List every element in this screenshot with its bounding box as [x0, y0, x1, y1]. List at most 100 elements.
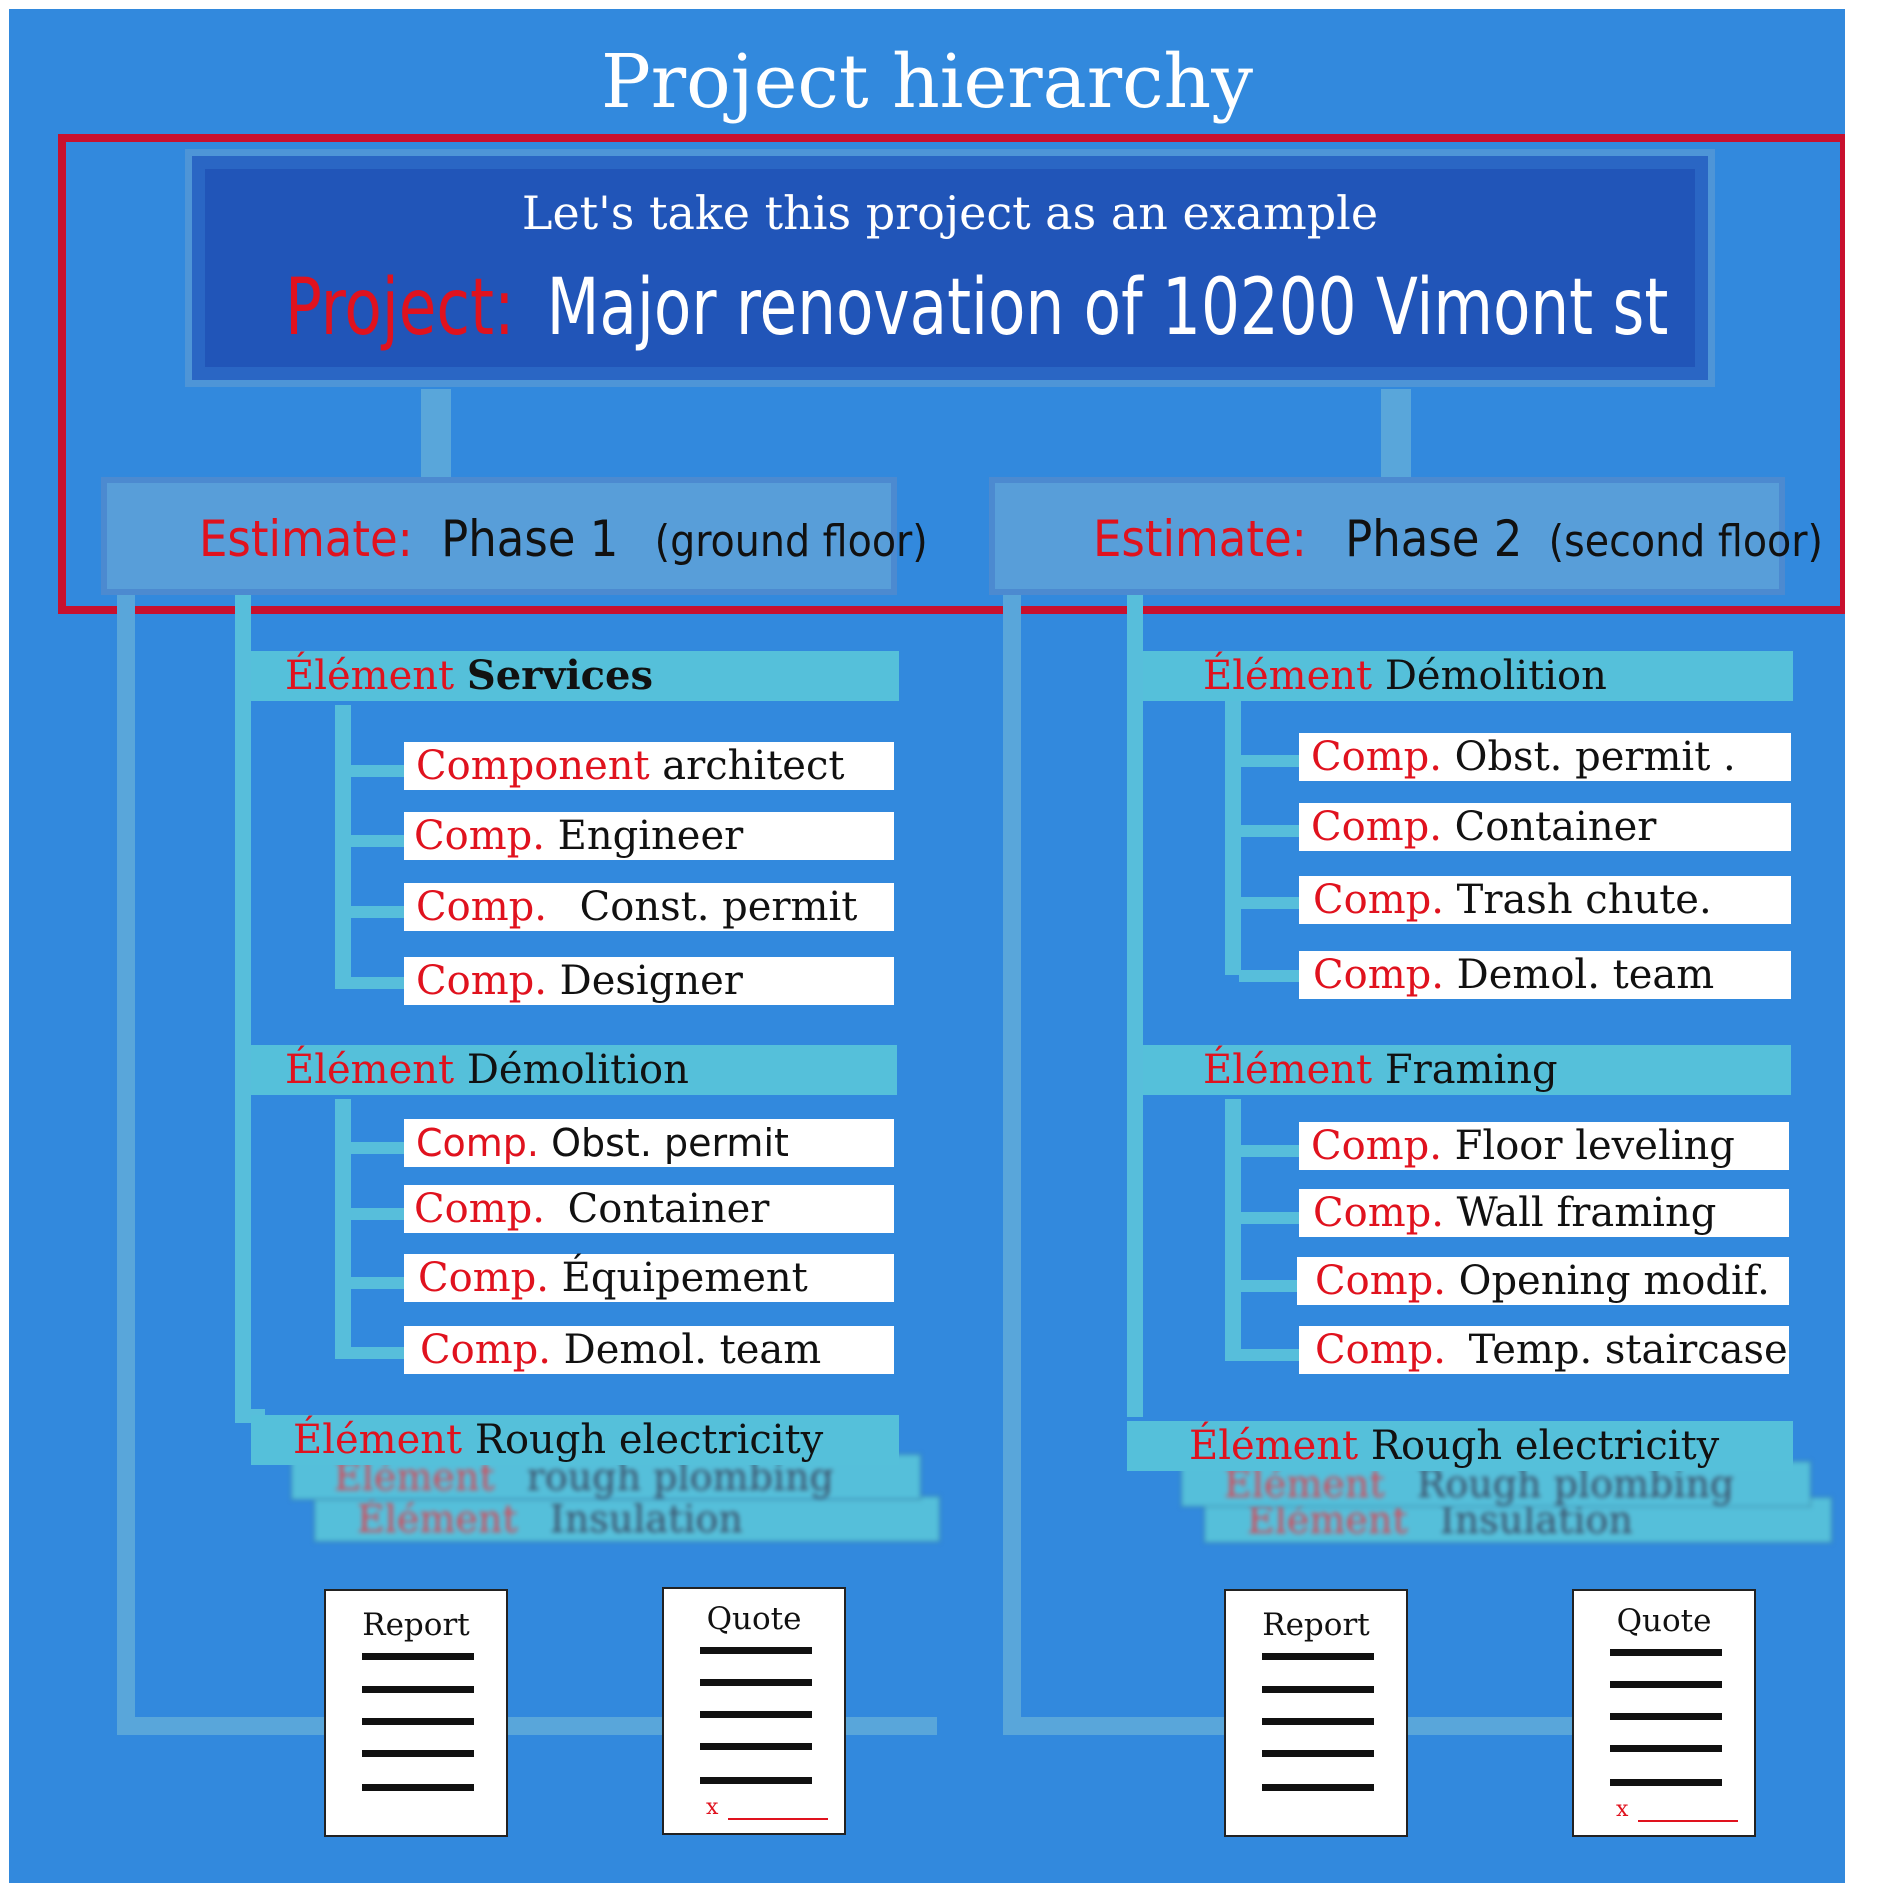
component-spine: [1225, 699, 1241, 975]
quote-document[interactable]: Quote x: [662, 1587, 846, 1835]
element-bar: Élément Démolition: [1143, 651, 1793, 701]
element-name: Services: [466, 652, 653, 699]
component-tick: [349, 1347, 405, 1359]
component-label: Comp.: [1311, 1123, 1442, 1169]
component-box: Comp. Opening modif.: [1297, 1257, 1789, 1305]
element-name: Framing: [1384, 1047, 1558, 1093]
element-label: Élément: [357, 1497, 518, 1541]
report-document[interactable]: Report: [324, 1589, 508, 1837]
component-name: Engineer: [557, 813, 744, 859]
component-name: Obst. permit .: [1454, 734, 1736, 780]
component-name: Demol. team: [563, 1327, 822, 1373]
component-label: Comp.: [416, 884, 547, 930]
phase2-element-spine: [1127, 595, 1143, 1417]
phase-name: Phase 1: [441, 510, 619, 568]
faded-element: Élément Insulation: [314, 1496, 940, 1542]
project-label: Project:: [285, 262, 515, 354]
component-name: Wall framing: [1456, 1190, 1717, 1236]
connector-project-phase1: [421, 389, 451, 487]
component-label: Component: [416, 743, 650, 789]
element-label: Élément: [1203, 653, 1373, 699]
component-label: Comp.: [414, 1186, 545, 1232]
element-label: Élément: [285, 653, 455, 699]
component-tick: [349, 835, 405, 847]
estimate-label: Estimate:: [1093, 510, 1307, 568]
project-intro: Let's take this project as an example: [521, 186, 1379, 240]
component-label: Comp.: [414, 813, 545, 859]
signature-mark: x: [706, 1795, 719, 1820]
element-bar: Élément Rough electricity: [1127, 1421, 1793, 1471]
phase1-element-spine: [235, 595, 251, 1410]
component-name: Temp. staircase: [1468, 1327, 1788, 1373]
estimate-label: Estimate:: [199, 510, 413, 568]
diagram-canvas: Project hierarchy Let's take this projec…: [9, 9, 1845, 1883]
component-tick: [1239, 825, 1301, 837]
component-box: Comp. Demol. team: [1299, 951, 1791, 999]
component-tick: [1239, 1280, 1301, 1292]
component-name: Container: [1454, 804, 1657, 850]
phase-name: Phase 2: [1345, 510, 1523, 568]
component-label: Comp.: [1311, 734, 1442, 780]
element-bar: Élément Démolition: [251, 1045, 897, 1095]
component-label: Comp.: [1311, 804, 1442, 850]
phase1-doc-connector-vertical: [117, 595, 135, 1735]
component-name: Trash chute.: [1456, 877, 1712, 923]
component-tick: [349, 906, 405, 918]
highlight-frame: [58, 134, 1845, 614]
component-box: Comp. Trash chute.: [1299, 876, 1791, 924]
project-name: Major renovation of 10200 Vimont st: [546, 262, 1669, 354]
component-tick: [1239, 1212, 1301, 1224]
component-spine: [335, 1099, 351, 1359]
component-label: Comp.: [1313, 877, 1444, 923]
estimate-phase1: Estimate: Phase 1 (ground floor): [101, 477, 928, 595]
component-tick: [1239, 1349, 1301, 1361]
component-tick: [1239, 755, 1301, 767]
component-name: Équipement: [561, 1255, 808, 1301]
element-bar: Élément Framing: [1143, 1045, 1791, 1095]
component-box: Comp. Wall framing: [1299, 1189, 1789, 1237]
component-name: Designer: [559, 958, 743, 1004]
component-name: Const. permit: [579, 884, 858, 930]
component-label: Comp.: [1313, 1190, 1444, 1236]
component-name: architect: [662, 743, 845, 789]
component-spine: [1225, 1099, 1241, 1361]
component-label: Comp.: [416, 1121, 539, 1165]
project-box: [205, 169, 1695, 367]
element-label: Élément: [293, 1417, 463, 1463]
document-label: Report: [1262, 1607, 1370, 1643]
report-document[interactable]: Report: [1224, 1589, 1408, 1837]
document-label: Quote: [1616, 1603, 1712, 1639]
component-label: Comp.: [418, 1255, 549, 1301]
quote-document[interactable]: Quote x: [1572, 1589, 1756, 1837]
estimate-phase2: Estimate: Phase 2 (second floor): [989, 477, 1823, 595]
component-box: Comp. Container: [1299, 803, 1791, 851]
signature-line: [1638, 1820, 1738, 1822]
component-box: Comp. Const. permit: [404, 883, 894, 931]
component-box: Component architect: [404, 742, 894, 790]
diagram-title: Project hierarchy: [600, 39, 1254, 125]
component-box: Comp. Engineer: [404, 812, 894, 860]
component-box: Comp. Container: [404, 1185, 894, 1233]
component-tick: [349, 1142, 405, 1154]
component-name: Obst. permit: [551, 1121, 789, 1165]
component-tick: [349, 1208, 405, 1220]
phase2-doc-connector-vertical: [1003, 595, 1021, 1735]
phase-note: (second floor): [1548, 516, 1823, 567]
component-spine: [335, 705, 351, 989]
component-tick: [1239, 897, 1301, 909]
element-bar: Élément Services: [251, 651, 899, 701]
component-label: Comp.: [1315, 1258, 1446, 1304]
signature-line: [728, 1818, 828, 1820]
component-label: Comp.: [416, 958, 547, 1004]
project-heading: Project: Major renovation of 10200 Vimont…: [285, 257, 1668, 361]
component-tick: [349, 1277, 405, 1289]
component-label: Comp.: [1313, 952, 1444, 998]
component-name: Floor leveling: [1454, 1123, 1735, 1169]
document-label: Quote: [706, 1601, 802, 1637]
element-name: Rough electricity: [1370, 1423, 1720, 1469]
element-label: Élément: [285, 1047, 455, 1093]
element-bar: Élément Rough electricity: [251, 1415, 899, 1465]
phase-note: (ground floor): [654, 516, 928, 567]
signature-mark: x: [1616, 1797, 1629, 1822]
component-tick: [349, 765, 405, 777]
